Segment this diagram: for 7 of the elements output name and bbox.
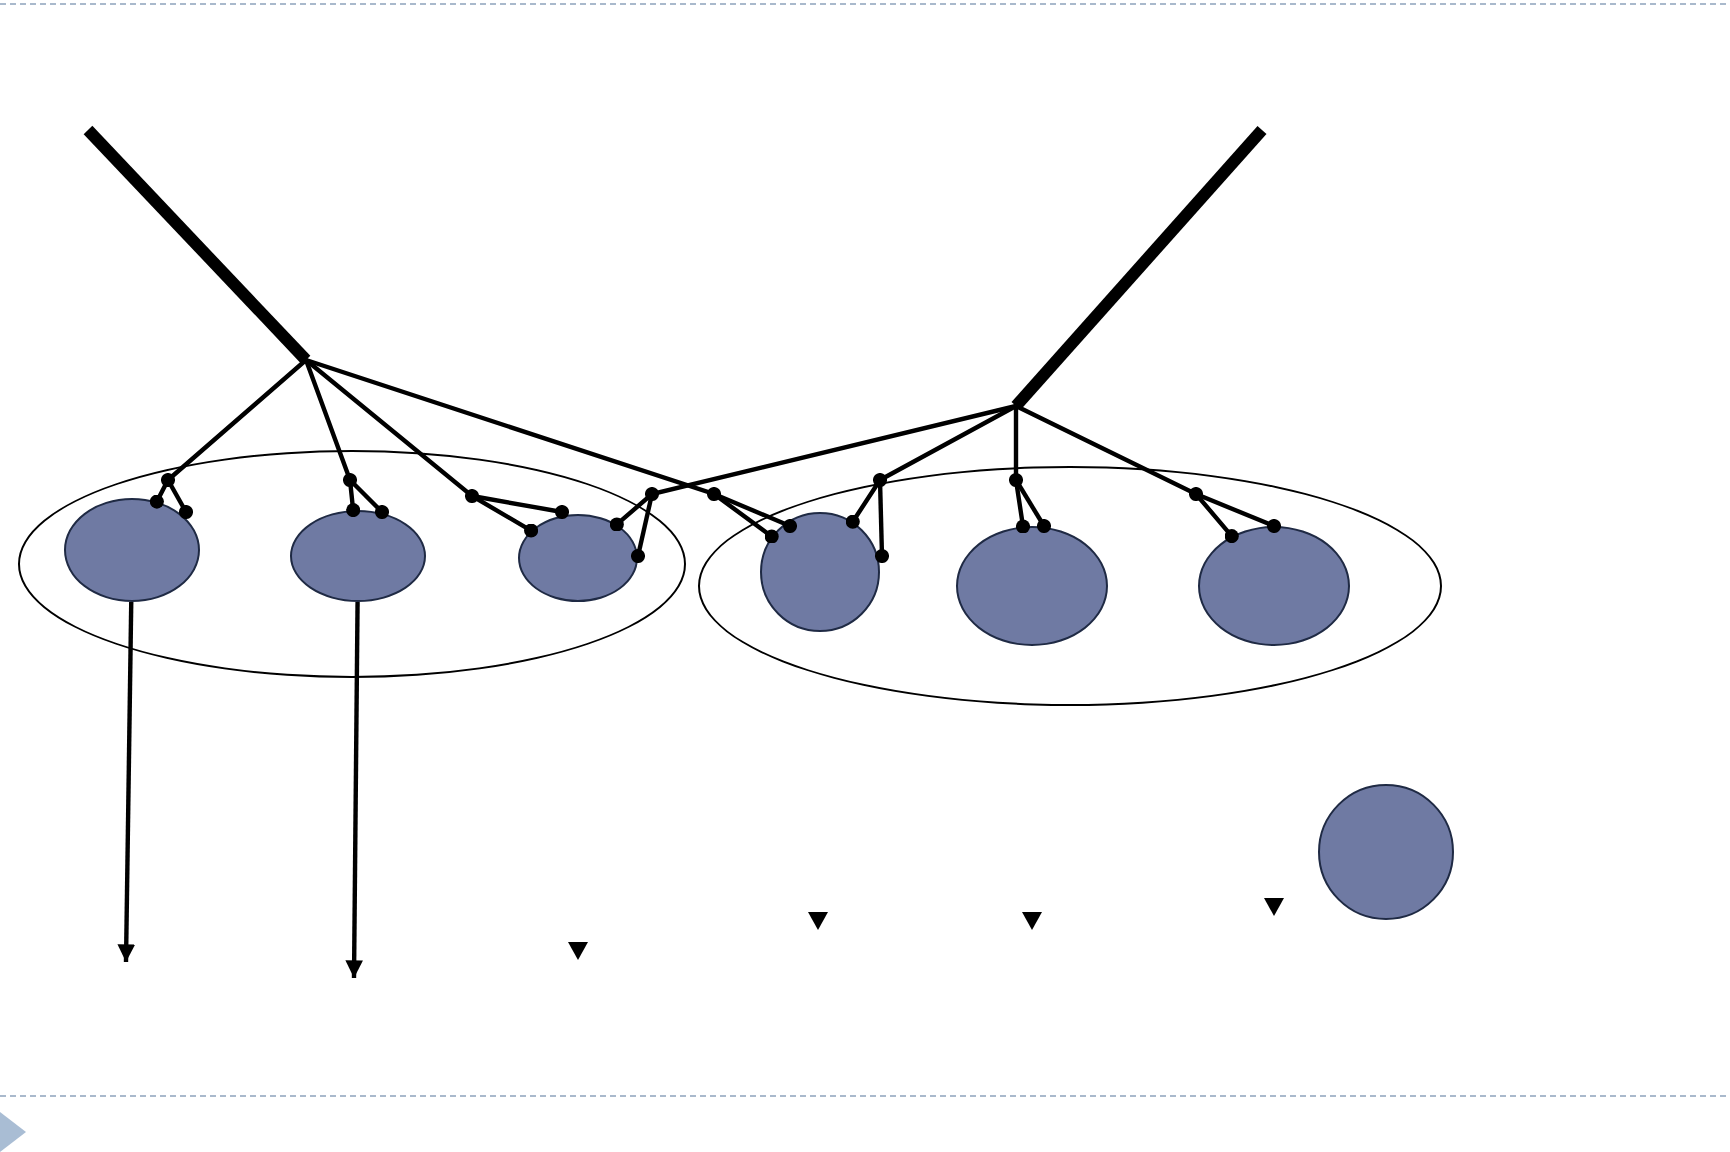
cell-circle xyxy=(760,512,880,632)
axon-trunk xyxy=(1011,126,1267,410)
group-ellipse xyxy=(698,466,1442,706)
axon-trunk xyxy=(83,125,311,365)
group-ellipse xyxy=(18,450,686,678)
cell-circle xyxy=(518,514,638,602)
cell-circle xyxy=(64,498,200,602)
